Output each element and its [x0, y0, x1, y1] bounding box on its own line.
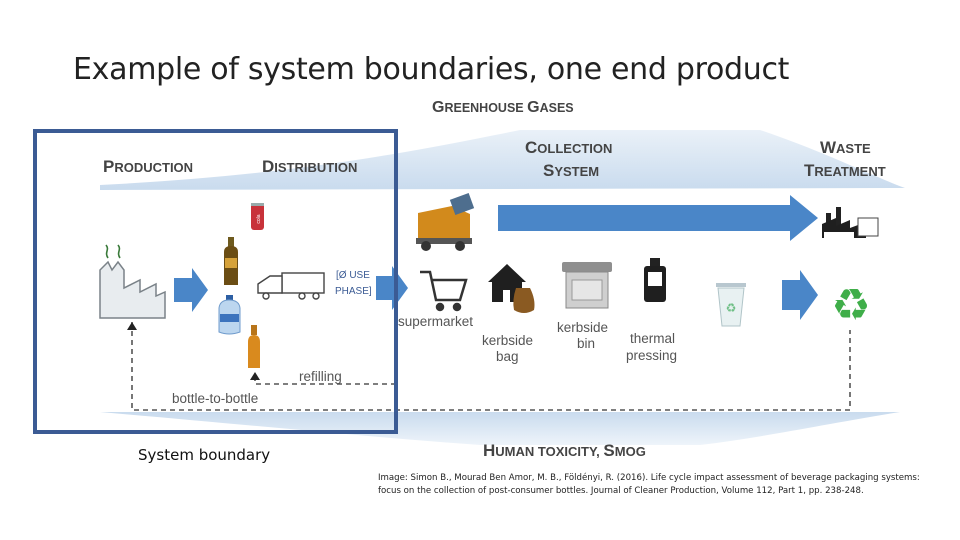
- use-phase-label: [Ø USE PHASE]: [335, 270, 373, 297]
- factory-icon: [99, 244, 166, 319]
- recycle-bin-icon: ♻: [716, 283, 746, 327]
- delivery-truck-icon: [257, 272, 325, 300]
- waste-arrow: [782, 270, 818, 320]
- svg-text:♻: ♻: [726, 301, 737, 315]
- refilling-label: refilling: [299, 369, 342, 384]
- thermal-press-icon: [644, 258, 666, 302]
- soda-can-icon: cola: [251, 203, 264, 230]
- beer-bottle-icon: [248, 325, 260, 368]
- garbage-truck-icon: [416, 193, 475, 251]
- distribution-label: DISTRIBUTION: [262, 157, 357, 176]
- waste-treatment-plant-icon: [822, 207, 879, 238]
- recycle-symbol-icon: ♻: [831, 281, 870, 330]
- recycling-bin-icon: [562, 262, 612, 309]
- distribution-arrow: [376, 266, 408, 310]
- refill-arrow-head: [250, 372, 260, 380]
- plastic-bottle-icon: [218, 295, 241, 335]
- bottle-to-bottle-loop: [131, 322, 851, 411]
- house-with-bag-icon: [488, 264, 535, 313]
- thermal-pressing-label: thermal pressing: [626, 331, 679, 363]
- human-toxicity-label: HUMAN TOXICITY, SMOG: [483, 441, 646, 460]
- kerbside-bag-label: kerbside bag: [482, 333, 537, 364]
- slide-title: Example of system boundaries, one end pr…: [73, 52, 790, 87]
- svg-text:cola: cola: [256, 214, 262, 223]
- kerbside-bin-label: kerbside bin: [557, 320, 612, 351]
- production-label: PRODUCTION: [103, 157, 193, 176]
- system-boundary-frame: [33, 129, 398, 434]
- collection-to-waste-arrow: [498, 195, 818, 241]
- brown-bottle-icon: [224, 237, 238, 285]
- production-arrow: [174, 268, 208, 312]
- greenhouse-band: [100, 130, 905, 190]
- greenhouse-gases-label: GREENHOUSE GASES: [432, 99, 574, 116]
- supermarket-label: supermarket: [398, 314, 473, 329]
- human-toxicity-band: [100, 412, 900, 445]
- shopping-cart-icon: [420, 270, 468, 312]
- collection-system-label: COLLECTION SYSTEM: [525, 138, 617, 180]
- waste-treatment-label: WASTE TREATMENT: [804, 138, 886, 180]
- system-boundary-caption: System boundary: [138, 446, 271, 464]
- bottle-arrow-head: [127, 322, 137, 330]
- image-credit: Image: Simon B., Mourad Ben Amor, M. B.,…: [378, 473, 920, 496]
- bottle-to-bottle-label: bottle-to-bottle: [172, 391, 258, 406]
